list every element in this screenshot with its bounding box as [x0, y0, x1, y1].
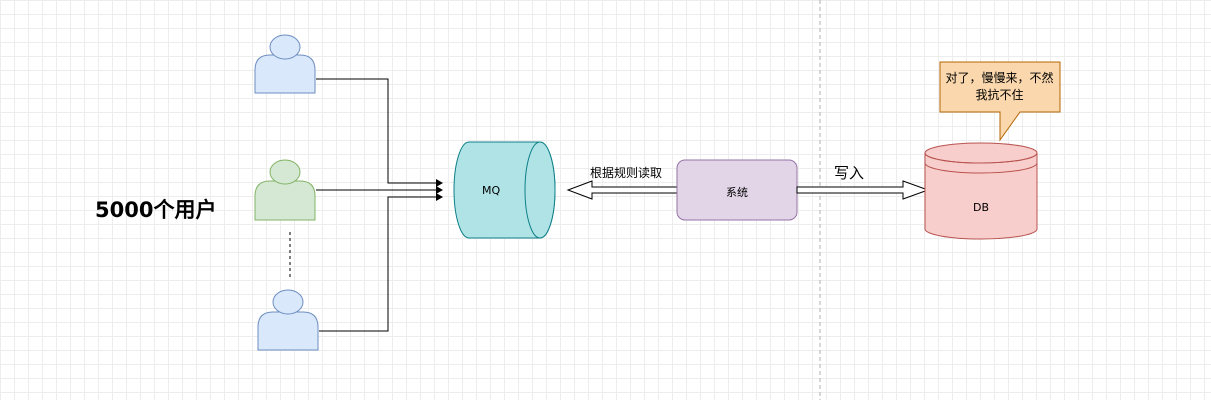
user-icon-top: [254, 34, 316, 94]
mq-label: MQ: [482, 184, 501, 197]
user-icon-bottom: [257, 289, 319, 351]
users-label: 5000个用户: [95, 198, 217, 222]
user-icon-middle: [254, 159, 316, 221]
system-label: 系统: [726, 186, 748, 199]
read-arrow: [566, 180, 678, 200]
mq-queue-shape: [453, 141, 556, 239]
callout-text: 对了，慢慢来，不然我抗不住: [945, 71, 1054, 102]
write-label: 写入: [834, 164, 865, 182]
read-rule-label: 根据规则读取: [590, 166, 663, 180]
db-cylinder: [924, 142, 1038, 240]
user-to-mq-connectors: [316, 78, 436, 332]
db-label: DB: [973, 201, 990, 214]
write-arrow: [796, 180, 930, 200]
connector-arrowheads: [436, 179, 443, 201]
speech-callout: [939, 61, 1061, 142]
